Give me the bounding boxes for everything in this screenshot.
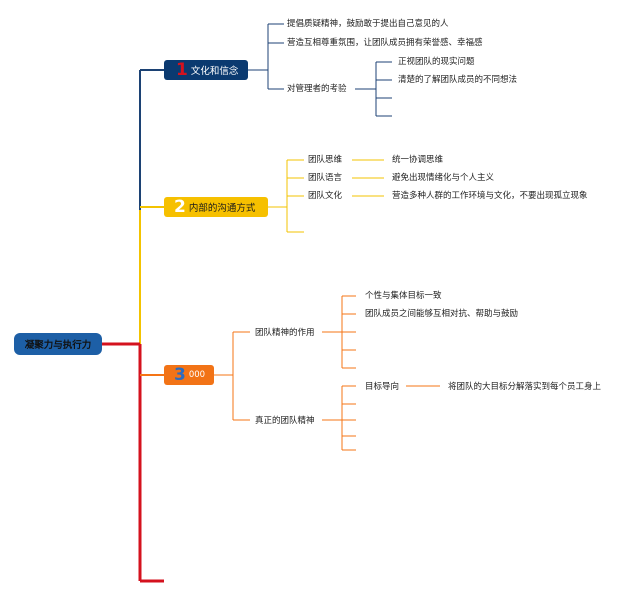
branch3-node[interactable]: 3 000 [164, 365, 214, 385]
branch1-title: 文化和信念 [190, 66, 239, 77]
branch1-item: 营造互相尊重氛围，让团队成员拥有荣誉感、幸福感 [287, 38, 483, 48]
branch3-sub-label: 真正的团队精神 [255, 416, 315, 426]
branch3-sub1-item: 个性与集体目标一致 [365, 291, 442, 301]
goal-orientation-label: 目标导向 [365, 382, 400, 392]
branch3-title: 000 [188, 370, 206, 380]
branch1-node[interactable]: 1 文化和信念 [164, 60, 248, 80]
branch2-row-label: 团队文化 [308, 191, 343, 201]
manager-test-item: 清楚的了解团队成员的不同想法 [398, 75, 518, 85]
branch2-row-desc: 营造多种人群的工作环境与文化，不要出现孤立现象 [392, 191, 588, 201]
root-node[interactable]: 凝聚力与执行力 [14, 333, 102, 355]
branch2-node[interactable]: 2 内部的沟通方式 [164, 197, 268, 217]
branch1-number: 1 [176, 59, 188, 80]
manager-test-item: 正视团队的现实问题 [398, 57, 475, 67]
branch2-number: 2 [174, 196, 186, 217]
branch2-row-label: 团队思维 [308, 155, 343, 165]
branch2-row-desc: 统一协调思维 [392, 155, 444, 165]
goal-orientation-desc: 将团队的大目标分解落实到每个员工身上 [448, 382, 602, 392]
branch3-sub1-item: 团队成员之间能够互相对抗、帮助与鼓励 [365, 309, 519, 319]
branch2-row-desc: 避免出现情绪化与个人主义 [392, 173, 495, 183]
branch2-title: 内部的沟通方式 [188, 203, 256, 214]
branch1-item: 提倡质疑精神，鼓励敢于提出自己意见的人 [287, 19, 449, 29]
manager-test-label: 对管理者的考验 [287, 84, 347, 94]
branch2-row-label: 团队语言 [308, 173, 343, 183]
branch3-sub-label: 团队精神的作用 [255, 328, 315, 338]
branch3-number: 3 [174, 364, 186, 385]
root-label: 凝聚力与执行力 [24, 340, 92, 351]
